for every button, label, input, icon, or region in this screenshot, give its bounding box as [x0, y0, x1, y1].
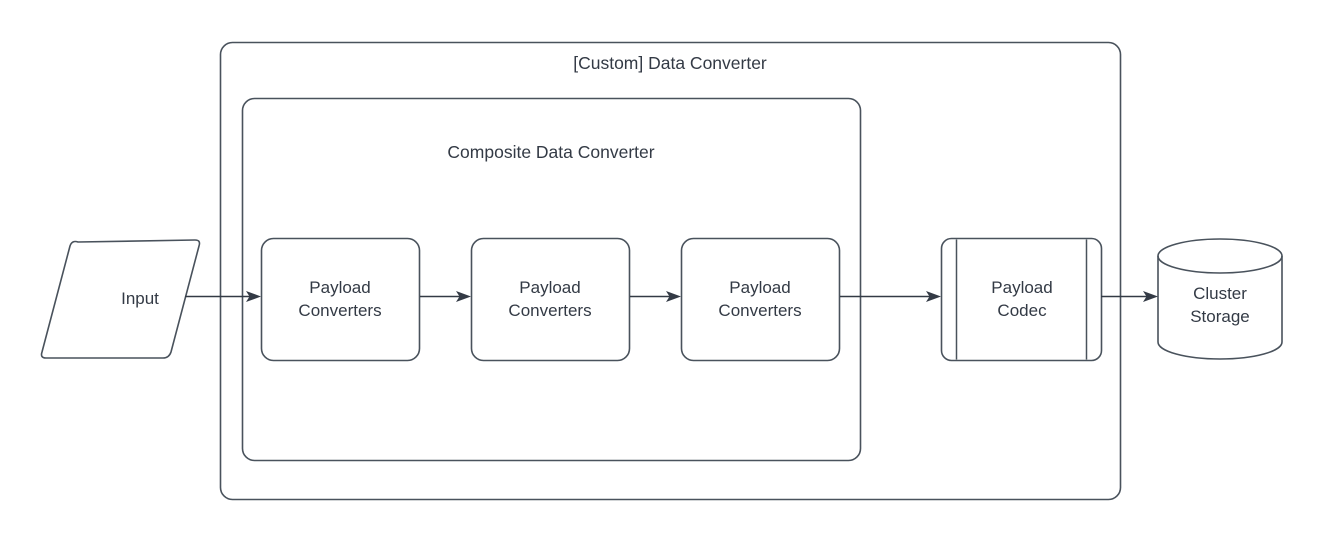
payload-converters-node-3-label: Payload Converters: [718, 278, 802, 320]
edge-converter-1-to-converter-2-arrowhead: [456, 291, 471, 302]
payload-converters-node-3-shape[interactable]: [680, 237, 841, 362]
cluster-storage-node-shape[interactable]: [1157, 238, 1283, 360]
payload-codec-node-shape[interactable]: [940, 237, 1103, 362]
custom-data-converter-group-label: [Custom] Data Converter: [573, 53, 767, 73]
payload-codec-node-label: Payload Codec: [991, 278, 1053, 320]
input-node-shape[interactable]: [40, 239, 201, 359]
edge-converter-3-to-codec-arrowhead: [926, 291, 941, 302]
payload-converters-node-1-shape[interactable]: [260, 237, 421, 362]
payload-converters-node-2-shape[interactable]: [470, 237, 631, 362]
edge-converter-2-to-converter-3-arrowhead: [666, 291, 681, 302]
cluster-storage-top-ellipse: [1157, 255, 1283, 274]
payload-converters-node-2-label: Payload Converters: [508, 278, 592, 320]
composite-data-converter-group-label: Composite Data Converter: [447, 142, 655, 162]
input-node-label: Input: [121, 289, 159, 308]
payload-converters-node-1-label: Payload Converters: [298, 278, 382, 320]
cluster-storage-node-label: Cluster Storage: [1190, 284, 1250, 326]
edge-input-to-converter-1-arrowhead: [246, 291, 261, 302]
edge-codec-to-cluster-storage-arrowhead: [1143, 291, 1158, 302]
